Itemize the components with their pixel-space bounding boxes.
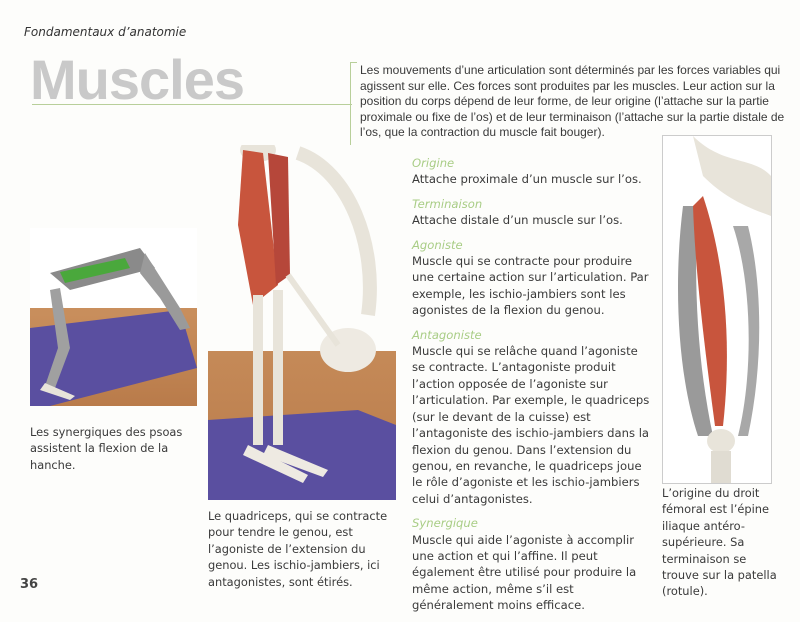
definitions-list: Origine Attache proximale d’un muscle su…	[412, 155, 652, 622]
page-title: Muscles	[30, 48, 245, 111]
definition-term: Antagoniste	[412, 327, 482, 342]
definition-text: Attache proximale d’un muscle sur l’os.	[412, 172, 642, 187]
definition-origine: Origine Attache proximale d’un muscle su…	[412, 155, 652, 188]
section-label: Fondamentaux d’anatomie	[24, 25, 187, 39]
page-number: 36	[20, 577, 39, 592]
rectus-femoris-illustration	[662, 135, 772, 484]
definition-text: Muscle qui aide l’agoniste à accomplir u…	[412, 532, 637, 613]
title-rule	[32, 104, 352, 105]
quadriceps-caption: Le quadriceps, qui se contracte pour ten…	[208, 509, 388, 589]
definition-text: Attache distale d’un muscle sur l’os.	[412, 213, 623, 228]
definition-term: Origine	[412, 156, 455, 170]
definition-synergique: Synergique Muscle qui aide l’agoniste à …	[412, 515, 652, 613]
definition-terminaison: Terminaison Attache distale d’un muscle …	[412, 196, 652, 229]
definition-term: Terminaison	[412, 196, 483, 211]
intro-paragraph: Les mouvements d’une articulation sont d…	[360, 63, 785, 139]
intro-bracket	[350, 62, 357, 149]
definition-text: Muscle qui se contracte pour produire un…	[412, 254, 649, 318]
forward-fold-illustration	[208, 145, 396, 500]
definition-term: Synergique	[412, 516, 478, 531]
rectus-femoris-caption: L’origine du droit fémoral est l’épine i…	[662, 486, 777, 599]
definition-agoniste: Agoniste Muscle qui se contracte pour pr…	[412, 237, 652, 319]
psoas-illustration	[30, 228, 197, 406]
definition-antagoniste: Antagoniste Muscle qui se relâche quand …	[412, 327, 652, 507]
psoas-caption: Les synergiques des psoas assistent la f…	[30, 425, 183, 472]
definition-text: Muscle qui se relâche quand l’agoniste s…	[412, 344, 650, 506]
definition-term: Agoniste	[412, 237, 463, 252]
